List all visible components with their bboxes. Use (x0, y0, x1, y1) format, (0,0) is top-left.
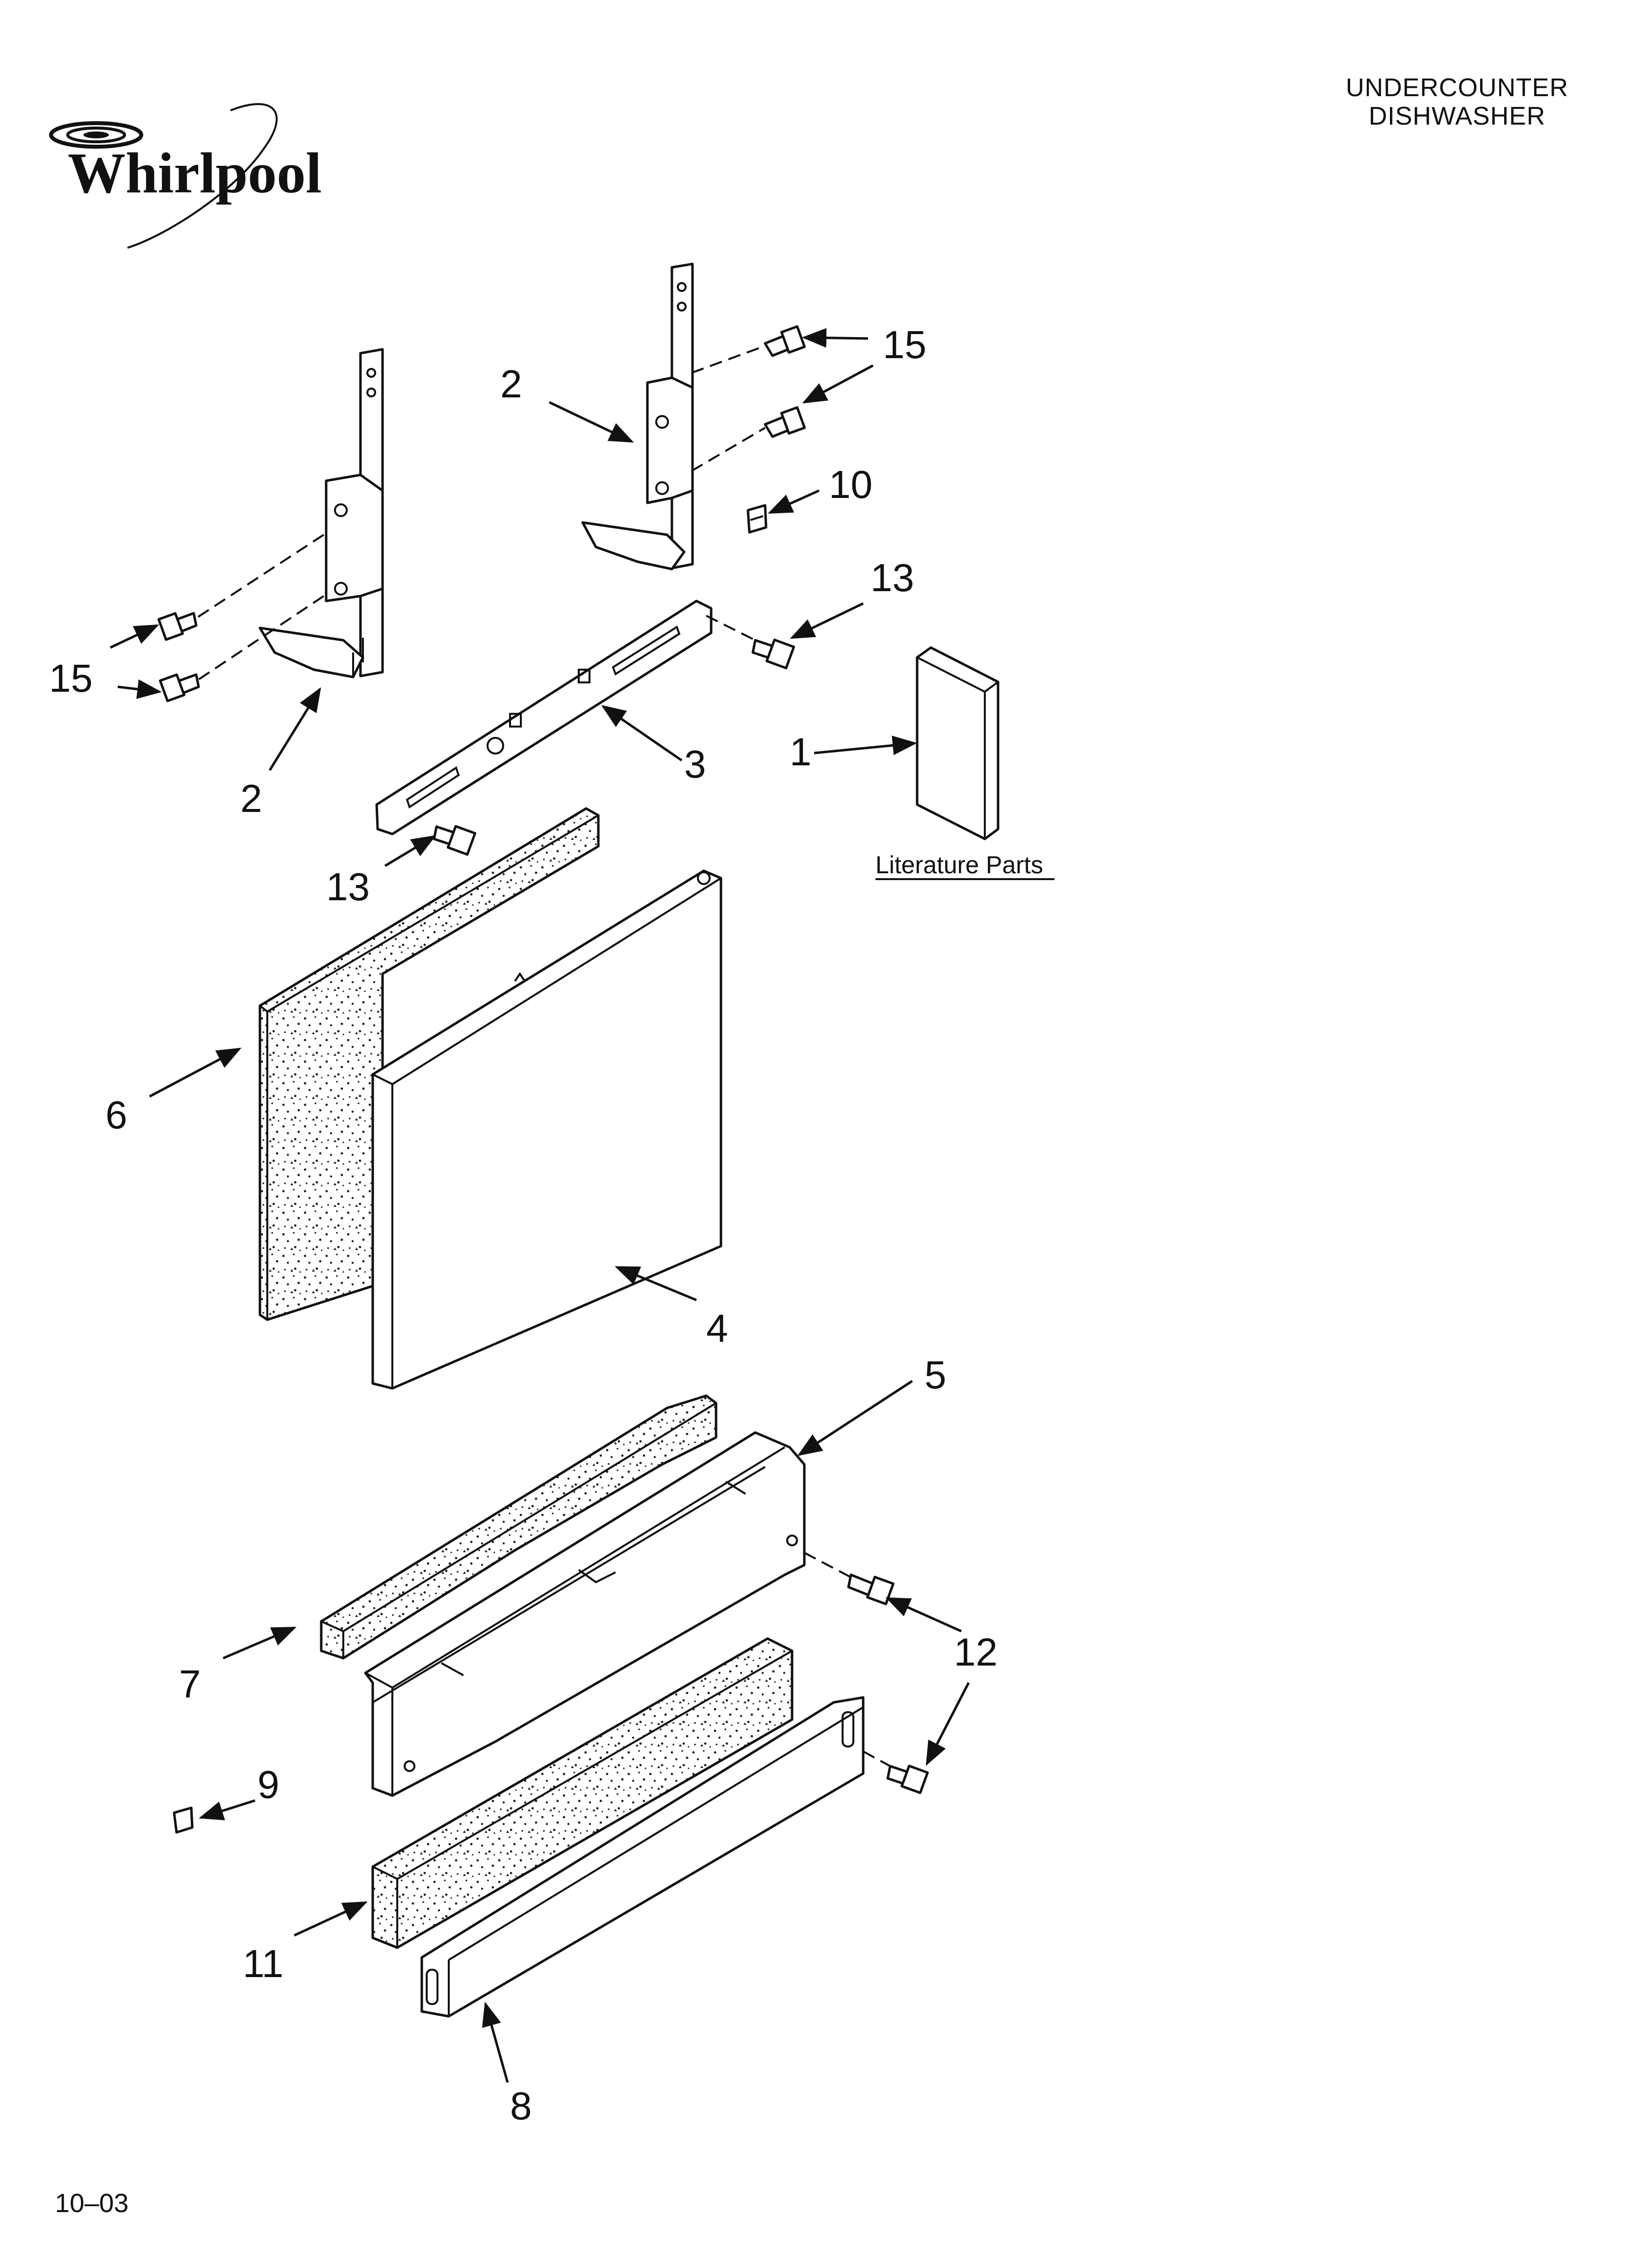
screw-part-15-left-upper (157, 612, 198, 641)
kickplate-support-part-5 (364, 1431, 806, 1797)
screw-part-13-right (751, 638, 795, 670)
clip-part-9 (173, 1806, 194, 1834)
footer-date-code: 10–03 (55, 2189, 129, 2218)
logo-wordmark: Whirlpool (68, 141, 322, 205)
callout-11: 11 (243, 1942, 283, 1985)
screw-part-15-lower (764, 406, 806, 438)
callout-4: 4 (706, 1306, 728, 1350)
callout-6: 6 (105, 1093, 128, 1137)
literature-booklet-part-1 (916, 646, 1000, 840)
whirlpool-logo: Whirlpool (49, 103, 322, 249)
literature-parts-label-group: Literature Parts (875, 851, 1054, 880)
screw-part-13-left (433, 825, 477, 856)
callout-2-left: 2 (240, 777, 262, 820)
insulation-panel-part-6 (258, 807, 600, 1321)
callout-2-right: 2 (500, 362, 522, 406)
callout-10: 10 (829, 463, 872, 506)
door-panel-part-4 (371, 869, 722, 1390)
diagram-header: UNDERCOUNTER DISHWASHER (1346, 74, 1568, 130)
callout-5: 5 (924, 1353, 947, 1397)
callout-numbers: 15 2 10 13 15 2 3 1 13 6 4 5 7 12 9 11 8 (49, 323, 998, 2128)
screw-part-15-left-lower (159, 673, 200, 703)
assembly-lines (195, 345, 891, 1767)
callout-12: 12 (954, 1630, 998, 1674)
callout-15-left: 15 (49, 656, 93, 700)
leader-arrows (109, 328, 970, 2083)
screw-part-15-upper (764, 325, 806, 357)
screw-part-12-upper (847, 1573, 895, 1606)
callout-15-upper: 15 (883, 323, 926, 366)
foam-block-part-11 (371, 1637, 794, 1949)
callout-9: 9 (257, 1763, 280, 1806)
callout-13-right: 13 (871, 556, 914, 600)
callout-8: 8 (510, 2084, 532, 2128)
callout-13-left: 13 (326, 865, 370, 909)
foam-strip-part-7 (320, 1394, 718, 1660)
bracket-part-3 (375, 600, 713, 835)
callout-1: 1 (790, 730, 812, 774)
callout-7: 7 (179, 1662, 201, 1706)
hinge-left-part-2 (258, 348, 384, 678)
literature-parts-label: Literature Parts (875, 851, 1043, 879)
hinge-right-part-2 (581, 262, 694, 571)
callout-3: 3 (684, 742, 706, 786)
kickplate-part-8 (420, 1696, 865, 2018)
header-line-1: UNDERCOUNTER (1346, 74, 1568, 102)
header-line-2: DISHWASHER (1368, 102, 1546, 130)
screw-part-12-lower (886, 1764, 929, 1795)
clip-part-10 (746, 504, 768, 534)
